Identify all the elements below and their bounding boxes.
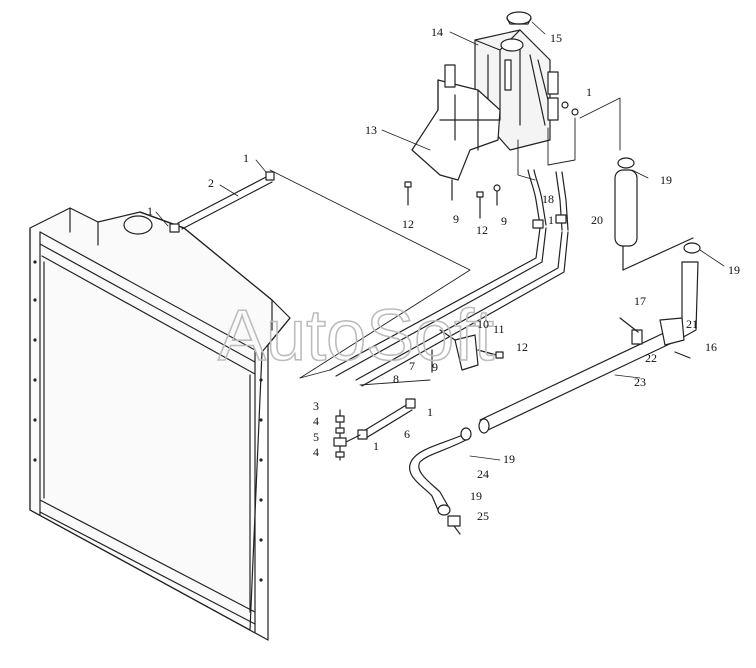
lower-hose [333, 398, 416, 461]
callout-19: 19 [503, 452, 515, 466]
callout-13: 13 [365, 123, 377, 137]
callout-3: 3 [313, 399, 319, 413]
callout-12: 12 [516, 340, 528, 354]
callout-1: 1 [427, 405, 433, 419]
callout-24: 24 [477, 467, 489, 481]
callout-16: 16 [705, 340, 717, 354]
callout-6: 6 [404, 427, 410, 441]
pipe-23 [478, 242, 701, 434]
callout-17: 17 [634, 294, 646, 308]
callout-21: 21 [686, 317, 698, 331]
callout-19: 19 [728, 263, 740, 277]
callout-labels: 1 2 1 13 14 15 1 19 20 19 18 1 12 9 12 9… [147, 25, 740, 523]
callout-19: 19 [660, 173, 672, 187]
callout-9: 9 [432, 360, 438, 374]
hose-24 [409, 427, 472, 535]
upper-hose [169, 171, 275, 233]
expansion-tank [411, 11, 579, 181]
callout-12: 12 [402, 217, 414, 231]
callout-14: 14 [431, 25, 443, 39]
callout-1: 1 [373, 439, 379, 453]
watermark-text: AutoSoft [218, 296, 494, 376]
callout-1: 1 [548, 213, 554, 227]
bracket-bolts [404, 179, 501, 219]
callout-5: 5 [313, 430, 319, 444]
callout-2: 2 [208, 176, 214, 190]
callout-1: 1 [147, 204, 153, 218]
lower-bracket [431, 329, 504, 373]
callout-15: 15 [550, 31, 562, 45]
callout-20: 20 [591, 213, 603, 227]
callout-1: 1 [243, 151, 249, 165]
callout-11: 11 [493, 322, 505, 336]
callout-7: 7 [409, 359, 415, 373]
callout-1: 1 [586, 85, 592, 99]
callout-19: 19 [470, 489, 482, 503]
callout-18: 18 [542, 192, 554, 206]
radiator [29, 207, 291, 641]
callout-22: 22 [645, 351, 657, 365]
callout-25: 25 [477, 509, 489, 523]
callout-12: 12 [476, 223, 488, 237]
tank-hoses [329, 169, 569, 387]
callout-4: 4 [313, 445, 319, 459]
pipe-20 [614, 157, 694, 271]
callout-4: 4 [313, 414, 319, 428]
callout-9: 9 [501, 214, 507, 228]
callout-8: 8 [393, 372, 399, 386]
callout-9: 9 [453, 212, 459, 226]
callout-23: 23 [634, 375, 646, 389]
callout-10: 10 [477, 317, 489, 331]
